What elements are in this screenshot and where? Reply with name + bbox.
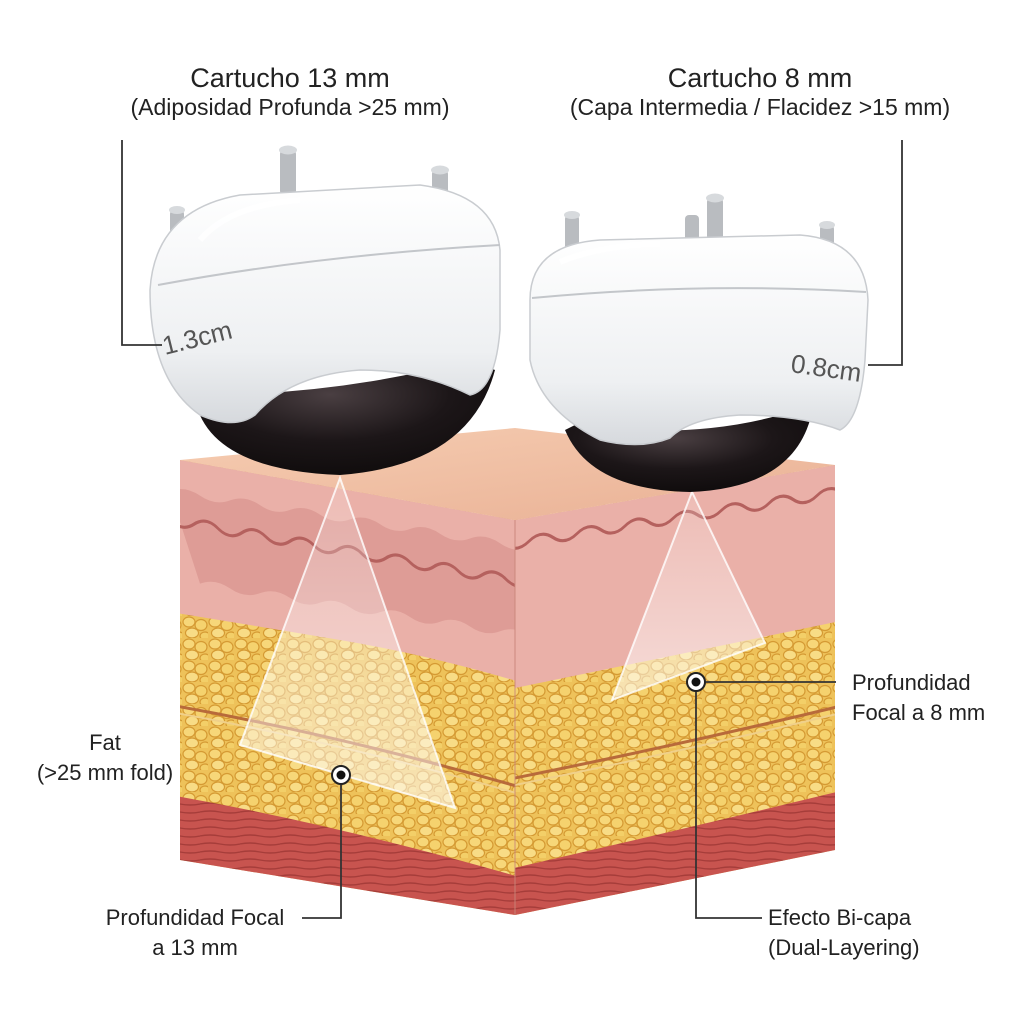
leader-lines	[121, 140, 903, 919]
focal-13-callout-line1: Profundidad Focal	[105, 905, 285, 930]
focal-point-13mm	[331, 765, 351, 785]
bilayer-callout: Efecto Bi-capa (Dual-Layering)	[768, 903, 998, 962]
cartridge-8mm	[529, 193, 869, 492]
bilayer-callout-line1: Efecto Bi-capa	[768, 905, 912, 930]
fat-callout-line2: (>25 mm fold)	[36, 759, 174, 785]
cartridge-13mm-title: Cartucho 13 mm	[190, 63, 390, 93]
leader-title-left	[121, 140, 162, 346]
focal-8-callout: Profundidad Focal a 8 mm	[852, 668, 1017, 727]
leader-title-right	[868, 140, 903, 366]
beam-8mm	[610, 489, 767, 702]
leader-bilayer	[695, 682, 762, 919]
cartridge-8mm-subtitle: (Capa Intermedia / Flacidez >15 mm)	[569, 94, 951, 121]
focal-point-8mm	[686, 672, 706, 692]
focal-8-callout-line2: Focal a 8 mm	[852, 699, 986, 725]
focal-8-callout-line1: Profundidad	[852, 670, 971, 695]
cartridge-13mm-heading: Cartucho 13 mm (Adiposidad Profunda >25 …	[90, 62, 490, 122]
cartridge-13mm	[149, 145, 501, 475]
cartridge-13mm-subtitle: (Adiposidad Profunda >25 mm)	[130, 94, 450, 121]
focal-13-callout: Profundidad Focal a 13 mm	[80, 903, 310, 962]
bilayer-callout-line2: (Dual-Layering)	[768, 934, 920, 960]
focal-13-callout-line2: a 13 mm	[152, 934, 238, 960]
leader-focal-13	[302, 775, 342, 919]
cartridge-8mm-heading: Cartucho 8 mm (Capa Intermedia / Flacide…	[540, 62, 980, 122]
cartridge-8mm-title: Cartucho 8 mm	[667, 63, 853, 93]
fat-callout-line1: Fat	[89, 730, 121, 755]
fat-callout: Fat (>25 mm fold)	[5, 728, 205, 787]
